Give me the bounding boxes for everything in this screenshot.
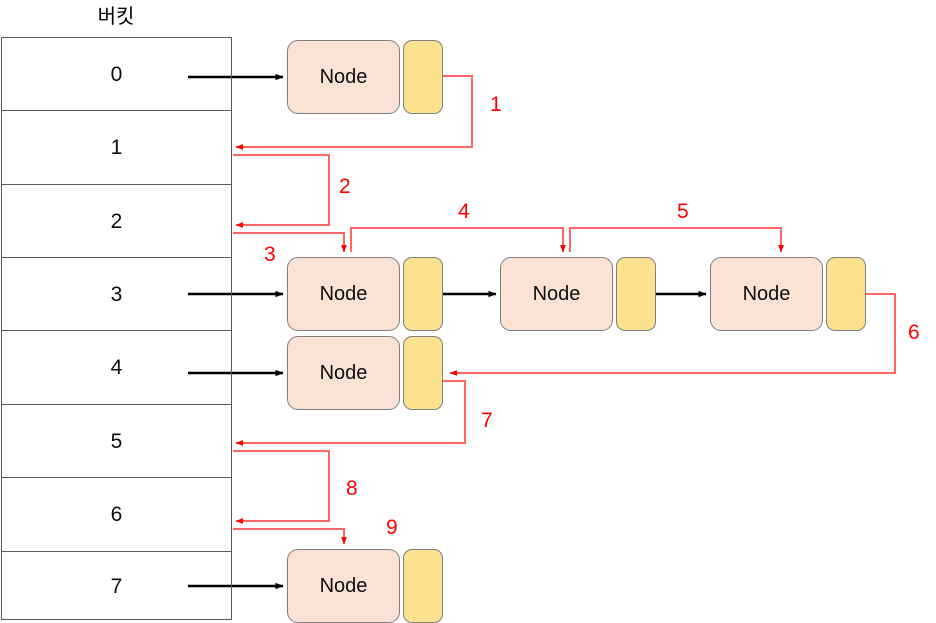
- traversal-arrow-1: [235, 75, 473, 150]
- node-next-pointer-slot: [403, 336, 443, 410]
- bucket-row-5[interactable]: 5: [2, 404, 231, 477]
- traversal-step-label-9: 9: [386, 516, 398, 539]
- bucket-index-label: 1: [110, 136, 123, 159]
- node-body: Node: [500, 257, 613, 331]
- bucket-row-7[interactable]: 7: [2, 551, 231, 621]
- traversal-step-label-6: 6: [908, 321, 920, 344]
- node-next-pointer-slot: [403, 40, 443, 114]
- traversal-arrow-3: [233, 232, 347, 253]
- traversal-step-label-4: 4: [458, 200, 470, 223]
- node-label: Node: [319, 66, 368, 88]
- node-b3-0[interactable]: Node: [287, 257, 443, 331]
- node-body: Node: [287, 549, 400, 623]
- traversal-arrow-4: [350, 227, 566, 253]
- bucket-table-title: 버킷: [97, 6, 135, 28]
- node-b0-0[interactable]: Node: [287, 40, 443, 114]
- bucket-index-label: 6: [110, 503, 123, 526]
- bucket-index-label: 0: [110, 62, 123, 86]
- bucket-index-label: 5: [110, 429, 123, 453]
- bucket-index-label: 4: [110, 356, 123, 379]
- traversal-step-label-5: 5: [677, 200, 689, 223]
- bucket-row-4[interactable]: 4: [2, 330, 231, 404]
- traversal-arrow-2: [233, 154, 330, 228]
- traversal-arrow-6: [449, 293, 896, 376]
- node-body: Node: [287, 257, 400, 331]
- traversal-step-label-7: 7: [481, 409, 493, 432]
- node-b3-1[interactable]: Node: [500, 257, 656, 331]
- traversal-step-label-3: 3: [264, 243, 276, 266]
- node-label: Node: [319, 362, 368, 384]
- traversal-step-label-2: 2: [339, 175, 351, 198]
- bucket-row-6[interactable]: 6: [2, 477, 231, 551]
- bucket-index-label: 3: [110, 282, 123, 306]
- node-b3-2[interactable]: Node: [710, 257, 866, 331]
- node-label: Node: [319, 283, 368, 305]
- node-label: Node: [532, 283, 581, 305]
- traversal-arrow-5: [569, 227, 784, 253]
- node-label: Node: [319, 575, 368, 597]
- traversal-step-label-1: 1: [490, 93, 502, 116]
- node-body: Node: [710, 257, 823, 331]
- bucket-row-3[interactable]: 3: [2, 257, 231, 330]
- node-next-pointer-slot: [403, 549, 443, 623]
- bucket-index-label: 2: [110, 209, 123, 233]
- bucket-table: 0 1 2 3 4 5 6 7: [1, 37, 232, 620]
- traversal-step-label-8: 8: [346, 477, 358, 500]
- node-b4-0[interactable]: Node: [287, 336, 443, 410]
- traversal-arrow-7: [235, 380, 466, 446]
- node-next-pointer-slot: [403, 257, 443, 331]
- node-next-pointer-slot: [826, 257, 866, 331]
- node-body: Node: [287, 336, 400, 410]
- node-label: Node: [742, 283, 791, 305]
- bucket-index-label: 7: [110, 575, 123, 598]
- traversal-arrow-8: [233, 450, 330, 524]
- bucket-row-1[interactable]: 1: [2, 110, 231, 184]
- node-body: Node: [287, 40, 400, 114]
- node-b7-0[interactable]: Node: [287, 549, 443, 623]
- traversal-arrow-9: [233, 528, 347, 545]
- bucket-row-0[interactable]: 0: [2, 38, 231, 110]
- bucket-row-2[interactable]: 2: [2, 184, 231, 257]
- node-next-pointer-slot: [616, 257, 656, 331]
